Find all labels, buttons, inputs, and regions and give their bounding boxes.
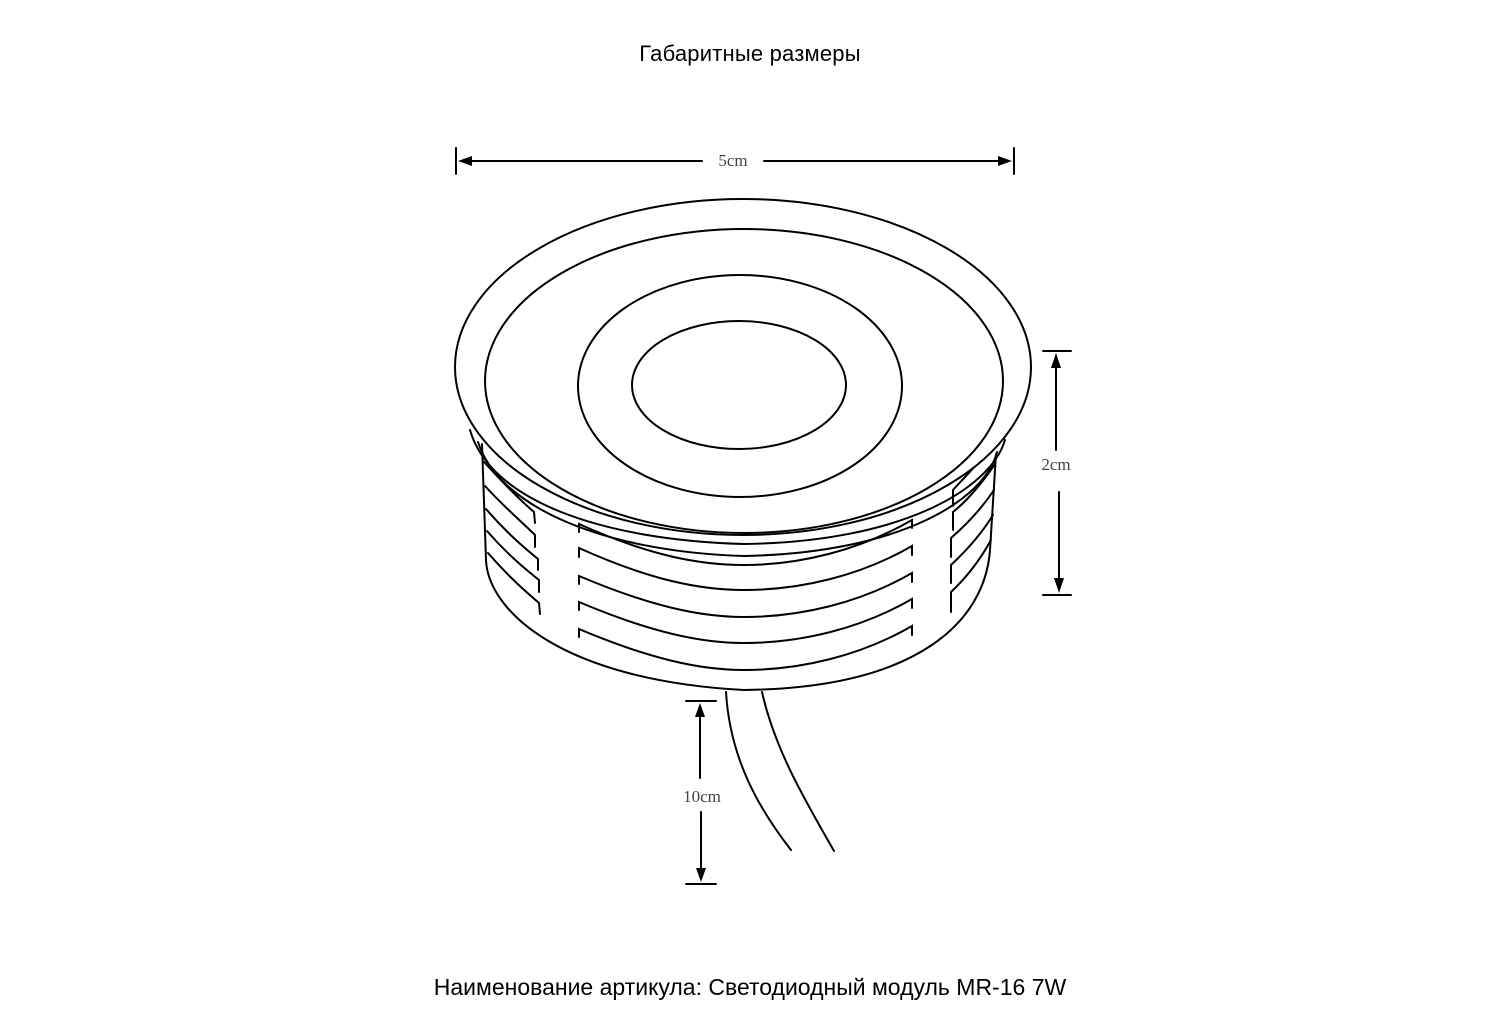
arrow-down-icon bbox=[696, 868, 706, 882]
height-dimension: 2cm bbox=[1041, 350, 1072, 596]
cable-wires bbox=[725, 691, 835, 852]
height-label: 2cm bbox=[1041, 455, 1070, 474]
cable-length-dimension: 10cm bbox=[683, 700, 721, 885]
cable-length-label: 10cm bbox=[683, 787, 721, 806]
arrow-right-icon bbox=[998, 156, 1012, 166]
heatsink-fins-right bbox=[950, 463, 996, 613]
reflector-ring bbox=[577, 274, 903, 498]
heatsink-fins-front bbox=[578, 518, 913, 672]
led-lens bbox=[631, 320, 847, 450]
heatsink-fins-left bbox=[483, 461, 541, 615]
top-rim bbox=[454, 198, 1032, 536]
page-title: Габаритные размеры bbox=[639, 41, 861, 66]
width-label: 5cm bbox=[718, 151, 747, 170]
arrow-down-icon bbox=[1054, 578, 1064, 593]
product-caption: Наименование артикула: Светодиодный моду… bbox=[433, 974, 1067, 1000]
width-dimension: 5cm bbox=[455, 147, 1015, 175]
arrow-up-icon bbox=[1051, 353, 1061, 368]
arrow-up-icon bbox=[695, 703, 705, 717]
arrow-left-icon bbox=[458, 156, 472, 166]
housing-body bbox=[469, 429, 1006, 692]
